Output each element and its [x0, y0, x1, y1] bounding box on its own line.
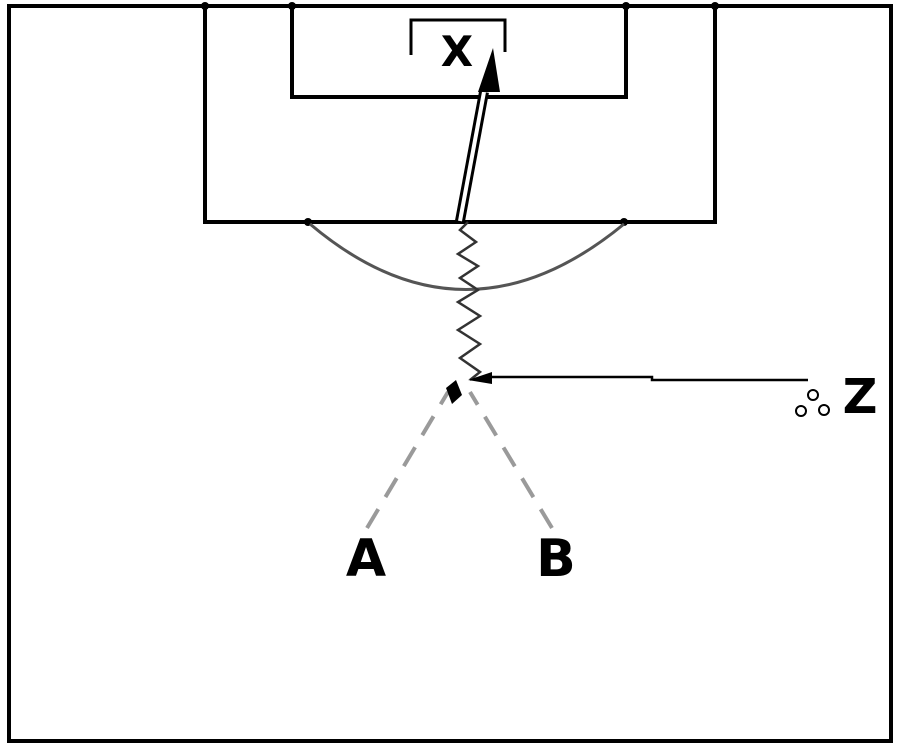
server-label: Z [843, 369, 878, 425]
shot-line-inner [458, 91, 486, 222]
penalty-area [203, 6, 717, 224]
pitch-boundary [7, 4, 893, 743]
post-marker [622, 2, 630, 10]
pass-arrowhead [468, 372, 492, 384]
run-line-a [365, 390, 450, 530]
goal-label: X [441, 27, 473, 76]
post-marker [288, 2, 296, 10]
post-marker [711, 2, 719, 10]
shot-arrowhead [478, 48, 500, 92]
ball-cluster-icon [795, 389, 830, 417]
post-marker [201, 2, 209, 10]
player-a-label: A [346, 529, 386, 589]
ball-icon [795, 405, 807, 417]
player-meeting-marker [446, 380, 462, 404]
dribble-path [455, 221, 483, 381]
run-line-b [468, 390, 554, 530]
goal-area [290, 6, 628, 99]
player-b-label: B [536, 529, 576, 589]
ball-icon [807, 389, 819, 401]
penalty-arc [309, 222, 625, 291]
ball-icon [818, 404, 830, 416]
goal-frame [409, 18, 507, 55]
pass-line [492, 375, 808, 382]
